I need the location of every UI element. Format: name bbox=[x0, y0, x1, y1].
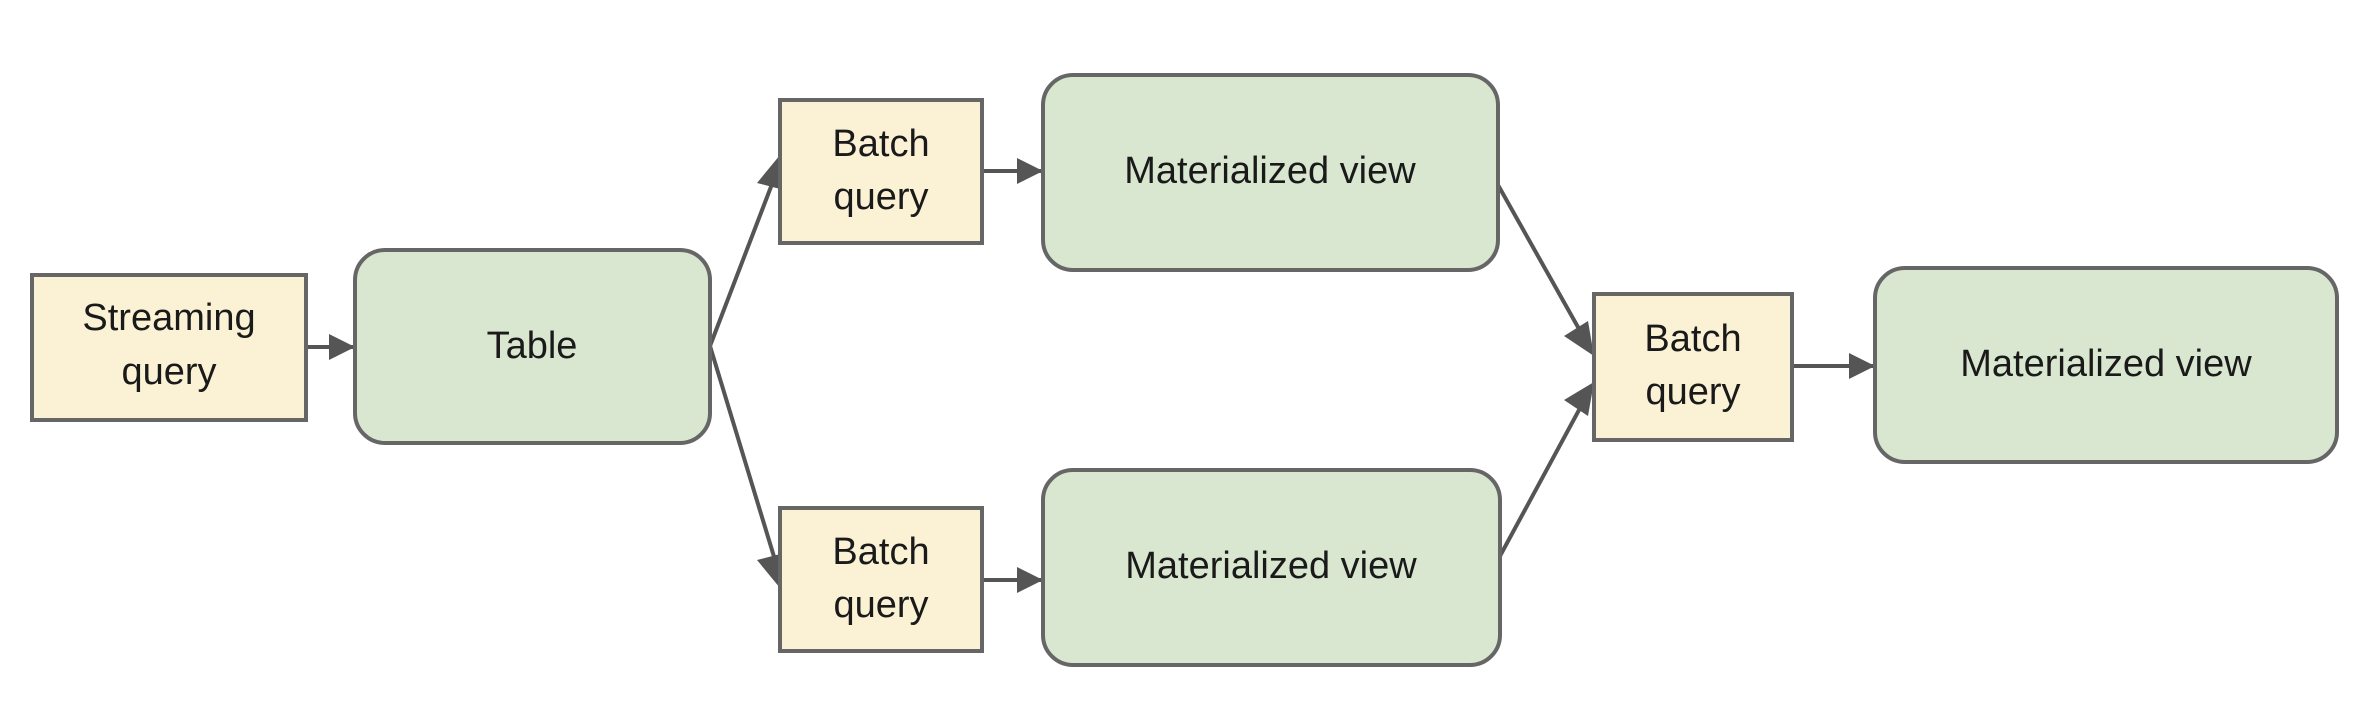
edge-mv-bottom-to-batch-query-right bbox=[1498, 382, 1594, 557]
node-materialized-view-bottom[interactable]: Materialized view bbox=[1041, 468, 1502, 667]
node-table[interactable]: Table bbox=[353, 248, 712, 445]
arrowhead-icon bbox=[1564, 321, 1594, 356]
edge-mv-top-to-batch-query-right bbox=[1496, 184, 1594, 356]
arrowhead-icon bbox=[1849, 353, 1875, 379]
node-streaming-query-shape[interactable] bbox=[30, 273, 308, 422]
edge-table-to-batch-query-bottom bbox=[708, 345, 784, 588]
edge-streaming-to-table bbox=[306, 334, 355, 360]
arrowhead-icon bbox=[757, 553, 784, 588]
arrowhead-icon bbox=[757, 155, 784, 190]
node-materialized-view-bottom-shape[interactable] bbox=[1041, 468, 1502, 667]
edge-layer bbox=[306, 155, 1875, 593]
arrowhead-icon bbox=[1017, 158, 1043, 184]
edge-line bbox=[1496, 184, 1594, 353]
edge-batch-query-bottom-to-mv-bottom bbox=[982, 567, 1043, 593]
node-materialized-view-right[interactable]: Materialized view bbox=[1873, 266, 2339, 464]
node-batch-query-right-shape[interactable] bbox=[1592, 292, 1794, 442]
node-table-shape[interactable] bbox=[353, 248, 712, 445]
edge-table-to-batch-query-top bbox=[708, 155, 784, 347]
node-batch-query-bottom[interactable]: Batch query bbox=[778, 506, 984, 653]
edge-line bbox=[708, 157, 784, 347]
node-batch-query-top-shape[interactable] bbox=[778, 98, 984, 245]
edge-batch-query-right-to-mv-right bbox=[1792, 353, 1875, 379]
arrowhead-icon bbox=[1017, 567, 1043, 593]
node-streaming-query[interactable]: Streaming query bbox=[30, 273, 308, 422]
node-batch-query-bottom-shape[interactable] bbox=[778, 506, 984, 653]
edge-line bbox=[708, 345, 784, 584]
arrowhead-icon bbox=[1564, 382, 1594, 416]
node-materialized-view-top[interactable]: Materialized view bbox=[1041, 73, 1500, 272]
node-materialized-view-top-shape[interactable] bbox=[1041, 73, 1500, 272]
node-batch-query-top[interactable]: Batch query bbox=[778, 98, 984, 245]
edge-batch-query-top-to-mv-top bbox=[982, 158, 1043, 184]
edge-line bbox=[1498, 385, 1594, 557]
node-layer: Streaming query Table Batch query Materi… bbox=[30, 73, 2339, 667]
node-materialized-view-right-shape[interactable] bbox=[1873, 266, 2339, 464]
node-batch-query-right[interactable]: Batch query bbox=[1592, 292, 1794, 442]
arrowhead-icon bbox=[329, 334, 355, 360]
